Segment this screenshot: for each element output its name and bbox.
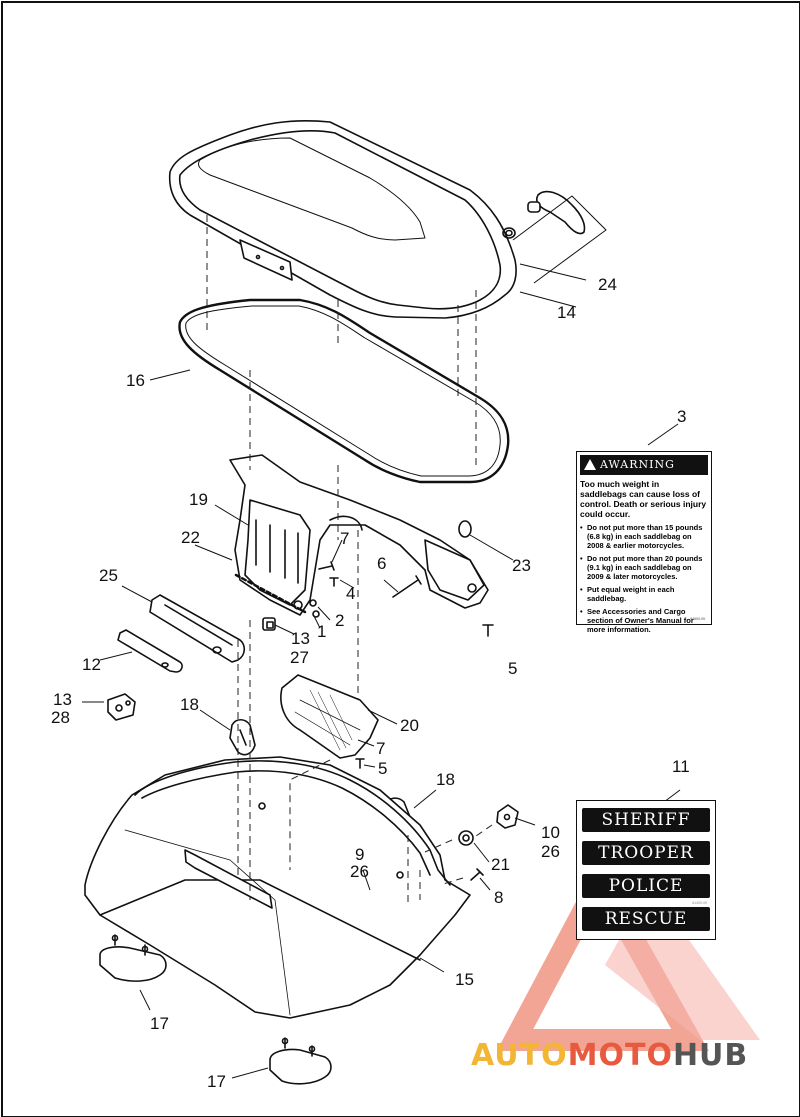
callout-13: 13	[53, 690, 72, 709]
callout-9: 9	[355, 845, 365, 864]
callout-18: 18	[180, 695, 199, 714]
mounting-foot-upper	[99, 934, 167, 982]
warning-bullet: See Accessories and Cargo section of Own…	[580, 607, 708, 634]
callout-22: 22	[181, 528, 200, 547]
callout-19: 19	[189, 490, 208, 509]
clip-nut	[107, 693, 136, 721]
rubber-bumper	[458, 830, 474, 846]
decal-rescue: RESCUE	[582, 907, 710, 931]
callout-27: 27	[290, 648, 309, 667]
callout-11: 11	[672, 757, 690, 776]
warning-triangle-icon	[584, 459, 596, 470]
warning-bullet: Do not put more than 15 pounds (6.8 kg) …	[580, 523, 708, 550]
callout-20: 20	[400, 716, 419, 735]
latch-clip-left	[229, 718, 256, 756]
latch-handle	[502, 190, 586, 239]
callout-12: 12	[82, 655, 101, 674]
callout-23: 23	[512, 556, 531, 575]
callout-5: 5	[508, 659, 518, 678]
decal-sheriff: SHERIFF	[582, 808, 710, 832]
callout-3: 3	[677, 407, 687, 426]
callout-4: 4	[346, 584, 356, 603]
callout-15: 15	[455, 970, 474, 989]
mounting-bracket	[229, 454, 489, 616]
callout-28: 28	[51, 708, 70, 727]
decal-part-code: 61400-09	[692, 901, 707, 905]
decal-trooper: TROOPER	[582, 841, 710, 865]
decal-police: POLICE	[582, 874, 710, 898]
saddlebag-lid	[168, 119, 517, 319]
reflector-trim	[149, 594, 246, 663]
callout-7: 7	[340, 529, 350, 548]
callout-7: 7	[376, 739, 386, 758]
watermark-text: AUTOMOTOHUB	[471, 1038, 748, 1073]
warning-label: AWARNING Too much weight in saddlebags c…	[576, 451, 712, 634]
saddlebag-body	[84, 756, 471, 1019]
trim-strip	[117, 629, 183, 673]
callout-2: 2	[335, 611, 345, 630]
warning-lead-text: Too much weight in saddlebags can cause …	[580, 479, 707, 519]
callout-25: 25	[99, 566, 118, 585]
mounting-foot-lower	[269, 1037, 332, 1085]
alignment-lines	[206, 215, 493, 905]
warning-part-code: 94600-09	[690, 617, 705, 621]
callout-21: 21	[491, 855, 510, 874]
watermark-part-3: HUB	[672, 1038, 749, 1073]
callout-16: 16	[126, 371, 145, 390]
washer	[458, 520, 472, 538]
watermark-part-2: MOTO	[567, 1038, 673, 1073]
callout-17: 17	[207, 1072, 226, 1091]
emblem-decal-sheet: SHERIFF TROOPER POLICE RESCUE 61400-09	[576, 800, 716, 940]
callout-26: 26	[350, 862, 369, 881]
spring-clip	[496, 804, 519, 829]
heat-shield	[280, 674, 379, 759]
callout-24: 24	[598, 275, 617, 294]
callout-6: 6	[377, 554, 387, 573]
warning-bullet: Do not put more than 20 pounds (9.1 kg) …	[580, 554, 708, 581]
watermark-part-1: AUTO	[471, 1038, 568, 1073]
callout-18: 18	[436, 770, 455, 789]
rubber-nut	[262, 617, 276, 631]
leader-lines	[82, 195, 681, 1079]
warning-banner-text: AWARNING	[600, 458, 675, 471]
warning-bullet: Put equal weight in each saddlebag.	[580, 585, 708, 603]
callout-1: 1	[317, 622, 327, 641]
callout-13: 13	[291, 629, 310, 648]
callout-26: 26	[541, 842, 560, 861]
callout-5: 5	[378, 759, 388, 778]
callout-8: 8	[494, 888, 504, 907]
callout-17: 17	[150, 1014, 169, 1033]
warning-banner: AWARNING	[580, 455, 708, 475]
lid-gasket	[178, 298, 510, 484]
callout-14: 14	[557, 303, 576, 322]
callout-10: 10	[541, 823, 560, 842]
